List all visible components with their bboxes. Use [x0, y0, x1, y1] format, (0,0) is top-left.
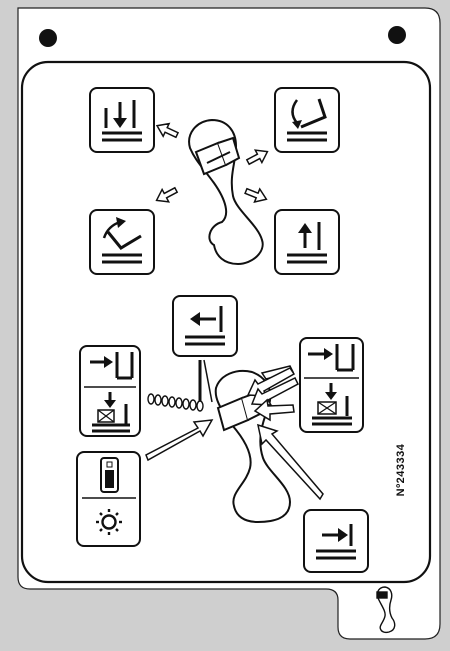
quick-coupler-icon — [92, 392, 130, 433]
mounting-hole-left — [39, 29, 57, 47]
part-number-label: Nº243334 — [395, 443, 407, 497]
float-lock-icon — [100, 457, 119, 493]
mounting-hole-right — [388, 26, 406, 44]
pusher-forward-icon — [90, 352, 134, 380]
hydraulic-attachment-icon — [96, 509, 122, 535]
upper-joystick-group — [89, 87, 340, 275]
pusher-forward-icon-right — [308, 344, 355, 372]
bucket-dump-icon — [89, 209, 155, 275]
spring-coil-icon — [147, 393, 204, 412]
right-function-box — [299, 337, 364, 433]
function-switch-box — [76, 451, 141, 547]
lower-joystick-group — [76, 295, 369, 573]
upper-joystick-icon — [188, 118, 264, 266]
quick-coupler-icon-right — [312, 383, 352, 426]
lower-pointer-arrows — [145, 365, 324, 501]
tilt-left-icon — [172, 295, 238, 357]
mini-joystick-icon — [376, 586, 396, 634]
upper-direction-arrows — [155, 122, 269, 204]
pusher-coupler-box — [79, 345, 141, 437]
boom-raise-icon — [274, 209, 340, 275]
bucket-curl-in-icon — [274, 87, 340, 153]
tilt-right-icon — [303, 509, 369, 573]
boom-lower-icon — [89, 87, 155, 153]
